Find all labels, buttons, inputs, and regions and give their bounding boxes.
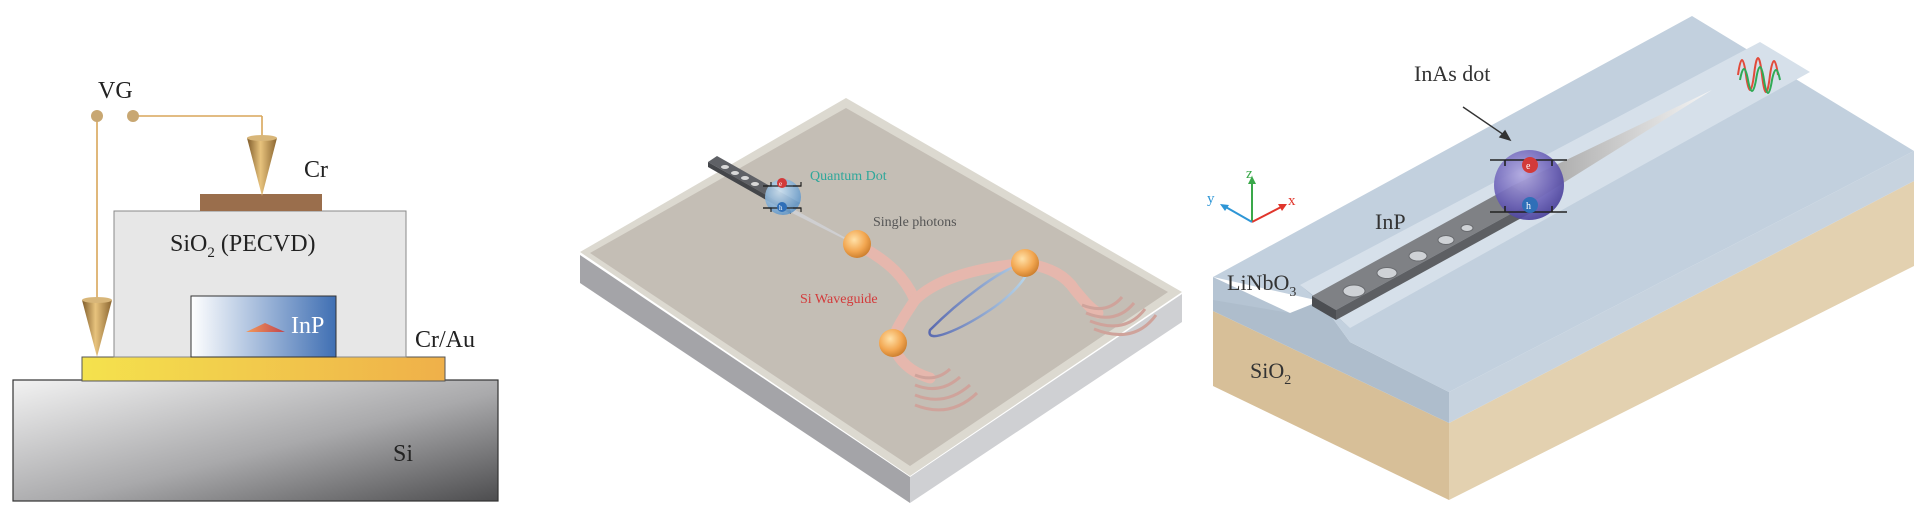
label-quantum-dot: Quantum Dot [810, 169, 887, 184]
inas-electron-symbol: e [1526, 161, 1531, 172]
electron-symbol: e [779, 180, 782, 188]
inas-hole-icon [1522, 197, 1538, 213]
cr-electrode [200, 194, 322, 211]
coordinate-axes [1220, 176, 1287, 223]
single-photon-3 [879, 329, 907, 357]
panel-c-linbo3-platform: e h z x y InAs dot InP LiNbO3 SiO2 [1207, 16, 1914, 500]
label-sio2-pecvd: SiO2 (PECVD) [170, 231, 316, 261]
inp-nanobeam-top [1312, 186, 1536, 310]
inas-electron-icon [1522, 157, 1538, 173]
label-sio2-c: SiO2 [1250, 358, 1291, 388]
axis-label-z: z [1246, 166, 1253, 182]
label-inp-c: InP [1375, 209, 1406, 234]
grating-coupler-bottom [914, 367, 979, 412]
inp-nanobeam-holes [1342, 224, 1474, 298]
grating-coupler-right [1081, 295, 1158, 337]
hole-icon [777, 202, 787, 212]
label-si-waveguide: Si Waveguide [800, 292, 878, 307]
inas-pointer-arrow [1462, 106, 1512, 142]
panel-a-cross-section: VG Cr SiO2 (PECVD) InP Cr/Au Si [12, 78, 499, 502]
label-si: Si [393, 441, 413, 467]
single-photon-2 [1011, 249, 1039, 277]
panel-b-photonic-chip: e h Quantum [580, 98, 1182, 503]
si-substrate [12, 379, 499, 502]
axis-label-y: y [1207, 191, 1215, 207]
chip-top-surface [590, 108, 1168, 466]
axis-label-x: x [1288, 193, 1296, 209]
nanobeam-holes [721, 165, 759, 186]
probe-tip-left [82, 300, 112, 357]
inp-nanobeam-front [1336, 200, 1536, 320]
sio2-right-face [1449, 181, 1914, 500]
electron-icon [777, 178, 787, 188]
hole-symbol: h [779, 204, 783, 212]
inp-taper [1512, 90, 1712, 200]
vg-terminal-right [127, 110, 139, 122]
chip-right-side [910, 294, 1182, 503]
label-vg: VG [98, 78, 133, 104]
inas-hole-symbol: h [1526, 201, 1531, 212]
inas-dot-sphere [1494, 150, 1564, 220]
quantum-dot-sphere [765, 179, 801, 215]
label-inas-dot: InAs dot [1414, 61, 1490, 86]
crau-contact-layer [81, 356, 446, 382]
sio2-front-face [1213, 311, 1449, 500]
inp-nanobeam-side [1312, 296, 1336, 320]
label-cr: Cr [304, 157, 328, 183]
single-photon-1 [843, 230, 871, 258]
chip-left-side [580, 255, 910, 503]
photon-wavepacket [1737, 57, 1781, 94]
linbo3-right-face [1449, 151, 1914, 423]
photon-taper [788, 206, 860, 247]
label-single-photons: Single photons [873, 215, 957, 230]
probe-tip-top [247, 138, 277, 196]
label-inp: InP [291, 313, 324, 339]
label-crau: Cr/Au [415, 327, 475, 353]
linbo3-step [1213, 300, 1449, 423]
quantum-dot-triangle [246, 323, 285, 332]
label-linbo3: LiNbO3 [1227, 270, 1296, 300]
vg-terminal-left [91, 110, 103, 122]
probe-tip-left-rim [82, 297, 112, 303]
probe-tip-top-rim [247, 135, 277, 141]
